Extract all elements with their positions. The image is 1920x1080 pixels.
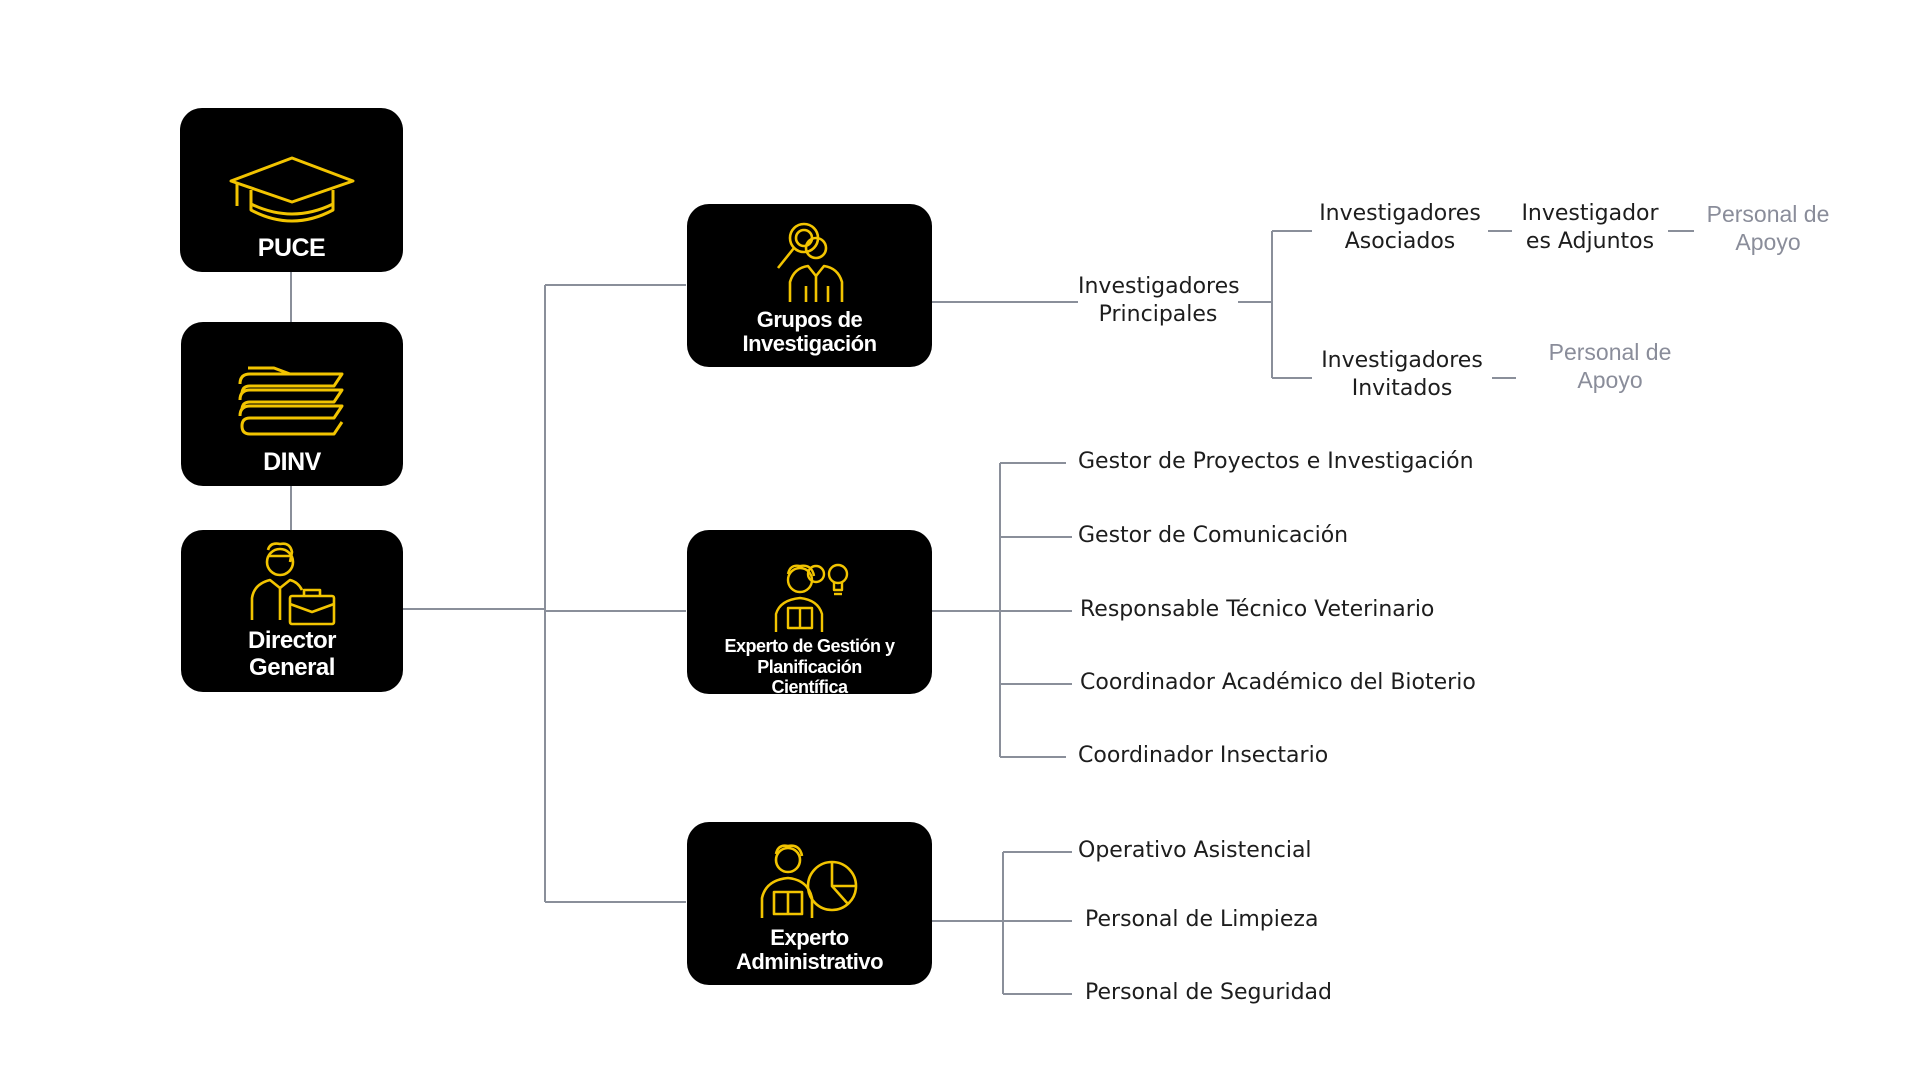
businessman-briefcase-icon — [246, 540, 338, 626]
apoyo-1-line2: Apoyo — [1735, 229, 1801, 255]
adjuntos-line2: es Adjuntos — [1525, 229, 1655, 254]
personal-apoyo-1: Personal de Apoyo — [1694, 200, 1842, 256]
experto-gestion-box[interactable]: Experto de Gestión y Planificación Cient… — [687, 530, 932, 694]
admin-pie-chart-icon — [758, 842, 862, 920]
investigadores-asociados: Investigadores Asociados — [1312, 200, 1488, 256]
invitados-line1: Investigadores — [1321, 348, 1483, 373]
role-operativo-asistencial: Operativo Asistencial — [1078, 838, 1312, 863]
grupos-label-line2: Investigación — [742, 331, 877, 357]
principales-line2: Principales — [1098, 302, 1218, 327]
principales-line1: Investigadores — [1078, 274, 1240, 299]
director-box[interactable]: Director General — [181, 530, 403, 692]
director-label-line2: General — [249, 654, 335, 682]
asociados-line2: Asociados — [1344, 229, 1456, 254]
investigadores-principales: Investigadores Principales — [1078, 273, 1240, 329]
director-label: Director General — [247, 627, 337, 682]
dinv-label: DINV — [263, 448, 321, 476]
grupos-label: Grupos de Investigación — [742, 306, 877, 357]
role-personal-limpieza: Personal de Limpieza — [1085, 907, 1319, 932]
role-coordinador-bioterio: Coordinador Académico del Bioterio — [1080, 670, 1476, 695]
director-label-line1: Director — [247, 627, 337, 655]
experto-gestion-label: Experto de Gestión y Planificación Cient… — [724, 636, 894, 694]
puce-box[interactable]: PUCE — [180, 108, 403, 272]
role-gestor-comunicacion: Gestor de Comunicación — [1078, 523, 1349, 548]
grupos-label-line1: Grupos de — [756, 306, 863, 332]
researcher-magnifier-icon — [772, 220, 848, 304]
investigadores-adjuntos: Investigador es Adjuntos — [1512, 200, 1668, 256]
graduation-cap-icon — [227, 154, 357, 228]
invitados-line2: Invitados — [1351, 376, 1453, 401]
role-coordinador-insectario: Coordinador Insectario — [1078, 743, 1329, 768]
investigadores-invitados: Investigadores Invitados — [1312, 347, 1492, 403]
role-responsable-veterinario: Responsable Técnico Veterinario — [1080, 597, 1435, 622]
personal-apoyo-2: Personal de Apoyo — [1536, 338, 1684, 394]
adjuntos-line1: Investigador — [1521, 201, 1659, 226]
apoyo-2-line1: Personal de — [1548, 339, 1672, 365]
experto-admin-label-line2: Administrativo — [735, 949, 884, 975]
experto-gestion-label-line3: Científica — [771, 677, 848, 694]
apoyo-1-line1: Personal de — [1706, 201, 1830, 227]
puce-label: PUCE — [257, 234, 326, 262]
apoyo-2-line2: Apoyo — [1577, 367, 1643, 393]
grupos-box[interactable]: Grupos de Investigación — [687, 204, 932, 367]
experto-admin-box[interactable]: Experto Administrativo — [687, 822, 932, 985]
role-gestor-proyectos: Gestor de Proyectos e Investigación — [1078, 449, 1474, 474]
experto-gestion-label-line1: Experto de Gestión y — [724, 636, 895, 656]
role-personal-seguridad: Personal de Seguridad — [1085, 980, 1332, 1005]
dinv-box[interactable]: DINV — [181, 322, 403, 486]
books-icon — [234, 364, 350, 438]
experto-admin-label: Experto Administrativo — [735, 924, 884, 975]
people-lightbulb-icon — [770, 560, 850, 634]
asociados-line1: Investigadores — [1319, 201, 1481, 226]
experto-admin-label-line1: Experto — [770, 924, 849, 950]
experto-gestion-label-line2: Planificación — [757, 656, 862, 677]
